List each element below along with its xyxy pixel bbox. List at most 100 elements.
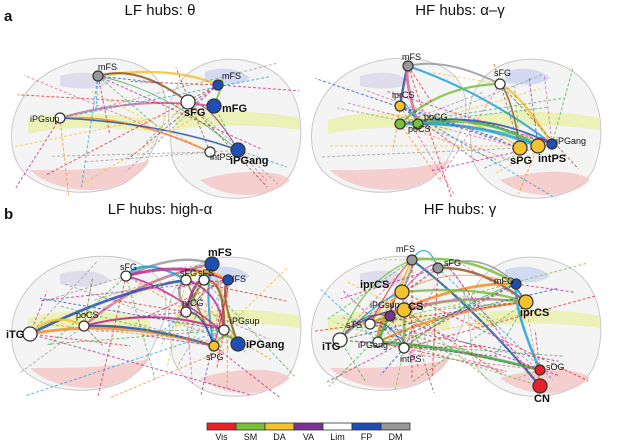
right-visual-region <box>200 369 290 393</box>
peripheral-connection <box>401 291 428 344</box>
legend-swatch-lim <box>322 422 353 431</box>
left-ventral-region <box>360 72 410 89</box>
peripheral-connection <box>15 105 215 147</box>
peripheral-connection <box>499 83 579 170</box>
node-mfs <box>204 256 220 272</box>
node-iprcs <box>394 100 406 112</box>
node-ifs-label: IFS <box>232 274 246 284</box>
right-sensorimotor-region <box>475 309 600 328</box>
peripheral-connection <box>328 309 405 387</box>
peripheral-connection <box>369 323 559 362</box>
node-pocs-label: poCS <box>76 310 99 320</box>
peripheral-connection <box>15 117 61 189</box>
peripheral-connection <box>411 259 499 329</box>
peripheral-connection <box>389 262 587 317</box>
peripheral-connection <box>387 283 517 345</box>
peripheral-connection <box>213 105 227 129</box>
peripheral-connection <box>126 84 219 172</box>
node-cs <box>396 302 412 318</box>
peripheral-connection <box>399 123 497 161</box>
peripheral-connection <box>314 301 527 332</box>
node-cs-label: CS <box>408 301 423 313</box>
connection-line <box>377 340 541 372</box>
peripheral-connection <box>467 314 541 371</box>
node-ipgsup-label: iPGsup <box>370 300 400 310</box>
node-sts-label: sTS <box>346 320 362 330</box>
peripheral-connection <box>494 301 527 358</box>
peripheral-connection <box>467 353 541 371</box>
node-intps <box>530 138 546 154</box>
peripheral-connection <box>401 291 589 382</box>
legend-swatch-va <box>293 422 324 431</box>
peripheral-connection <box>59 117 70 196</box>
node-spg-label: sPG <box>510 155 532 167</box>
peripheral-connection <box>110 343 239 398</box>
legend-swatch-dm <box>380 422 411 431</box>
peripheral-connection <box>411 301 527 383</box>
right-hemisphere <box>468 58 602 199</box>
node-iprcs-label: iprCS <box>392 90 415 100</box>
peripheral-connection <box>399 105 478 162</box>
node-ipgsup-label: iPGsup <box>30 114 60 124</box>
peripheral-connection <box>125 275 270 340</box>
peripheral-connection <box>18 325 85 374</box>
node-iprcs-right <box>518 294 534 310</box>
connection-line <box>417 119 539 148</box>
peripheral-connection <box>403 287 436 349</box>
legend-label-fp: FP <box>361 432 373 441</box>
node-sfg <box>180 94 196 110</box>
peripheral-connection <box>175 67 211 153</box>
peripheral-connection <box>145 263 213 273</box>
peripheral-connection <box>47 329 225 345</box>
node-iprcs-right-label: iprCS <box>520 307 549 319</box>
node-mfs-label: mFS <box>208 247 232 259</box>
peripheral-connection <box>407 65 434 105</box>
connection-line <box>411 257 517 286</box>
node-ipgang-label: iPGang <box>246 339 285 351</box>
peripheral-connection <box>407 65 453 200</box>
node-mfg <box>206 98 222 114</box>
peripheral-connection <box>417 74 543 125</box>
peripheral-connection <box>134 322 215 347</box>
peripheral-connection <box>39 297 225 331</box>
peripheral-connection <box>213 280 222 347</box>
node-itg-label: iTG <box>6 329 24 341</box>
peripheral-connection <box>451 301 527 308</box>
peripheral-connection <box>399 105 455 195</box>
node-mfs-right-label: mFS <box>222 71 241 81</box>
peripheral-connection <box>399 114 439 125</box>
peripheral-connection <box>44 275 127 302</box>
node-sfg-right <box>180 274 192 286</box>
right-hemisphere <box>168 58 302 199</box>
peripheral-connection <box>320 289 379 343</box>
peripheral-connection <box>142 334 215 347</box>
node-ipgsup <box>384 310 396 322</box>
peripheral-connection <box>445 262 541 387</box>
connection-line <box>29 278 187 336</box>
node-ipgang-label: iPGang <box>556 136 586 146</box>
right-visual-region <box>200 171 290 195</box>
peripheral-connection <box>350 291 403 341</box>
panel-title-hf-alpha-gamma: HF hubs: α–γ <box>415 2 505 19</box>
peripheral-connection <box>142 279 229 319</box>
node-pocs <box>78 320 90 332</box>
peripheral-connection <box>394 347 405 391</box>
peripheral-connection <box>347 281 405 311</box>
node-pocs-label: poCS <box>408 124 431 134</box>
node-sfg <box>432 262 444 274</box>
peripheral-connection <box>403 345 485 349</box>
node-mfg <box>510 278 522 290</box>
node-prcg <box>180 306 192 318</box>
node-intps <box>398 342 410 354</box>
node-mfs-label: mFS <box>396 244 415 254</box>
peripheral-connection <box>93 329 225 332</box>
peripheral-connection <box>187 263 213 340</box>
node-mfs-right <box>212 79 224 91</box>
node-sfg-right-label: sFG <box>180 268 197 278</box>
peripheral-connection <box>339 339 498 357</box>
peripheral-connection <box>59 76 270 119</box>
peripheral-connection <box>83 277 94 327</box>
peripheral-connection <box>342 290 405 349</box>
node-pocg-label: poCG <box>424 112 448 122</box>
